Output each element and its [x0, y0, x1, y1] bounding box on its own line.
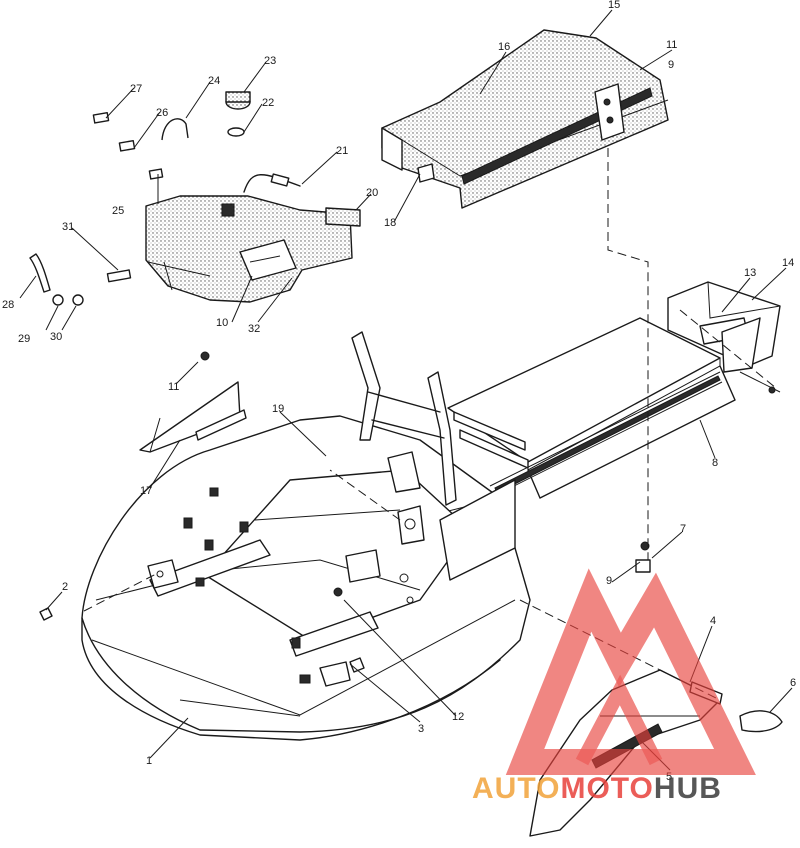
part-label-26: 26: [156, 107, 168, 119]
part-label-8: 8: [712, 457, 718, 469]
part-label-2: 2: [62, 581, 68, 593]
part-label-25: 25: [112, 205, 124, 217]
chassis-tunnel: [447, 317, 736, 499]
svg-text:AUTOMOTOHUB: AUTOMOTOHUB: [472, 772, 722, 805]
part-label-11-hood: 11: [168, 381, 179, 393]
seat: [381, 29, 669, 209]
watermark-logo: AUTOMOTOHUB: [472, 568, 756, 805]
part-label-9-lower: 9: [606, 575, 612, 587]
part-label-22: 22: [262, 97, 274, 109]
watermark-inner-triangle-icon: [575, 674, 663, 766]
part-label-29: 29: [18, 333, 30, 345]
part-label-12: 12: [452, 711, 464, 723]
part-label-10: 10: [216, 317, 228, 329]
part-label-30: 30: [50, 331, 62, 343]
part-label-4: 4: [710, 615, 716, 627]
part-label-20: 20: [366, 187, 378, 199]
part-label-32: 32: [248, 323, 260, 335]
part-label-3: 3: [418, 723, 424, 735]
part-label-7: 7: [680, 523, 686, 535]
part-label-17: 17: [140, 485, 152, 497]
loose-hardware: [39, 541, 651, 673]
fuel-cap: [225, 91, 251, 137]
part-label-18: 18: [384, 217, 396, 229]
part-label-24: 24: [208, 75, 220, 87]
fuel-tank: [145, 195, 361, 303]
steering-support: [345, 331, 529, 604]
rear-bracket: [667, 281, 781, 394]
leader-lines: [19, 9, 793, 771]
watermark-text-hub: HUB: [654, 772, 722, 805]
part-label-21: 21: [336, 145, 348, 157]
part-label-31: 31: [62, 221, 74, 233]
part-label-19: 19: [272, 403, 284, 415]
part-label-5: 5: [666, 771, 672, 783]
part-label-15: 15: [608, 0, 620, 11]
part-label-28: 28: [2, 299, 14, 311]
hood-panel: [139, 351, 247, 453]
part-label-6: 6: [790, 677, 796, 689]
watermark-triangle-icon: [505, 568, 756, 775]
fuel-lines: [29, 111, 301, 306]
floor-hardware: [147, 487, 351, 687]
part-label-14: 14: [782, 257, 794, 269]
part-label-11-seat: 11: [666, 39, 677, 51]
part-label-16: 16: [498, 41, 510, 53]
belly-pan: [81, 415, 531, 741]
part-label-9-upper: 9: [668, 59, 674, 71]
part-label-13: 13: [744, 267, 756, 279]
part-label-27: 27: [130, 83, 142, 95]
watermark-text-moto: MOTO: [560, 772, 653, 805]
part-number-labels: 1 2 3 4 5 6 7 8 9 9 10 11 11 12 13 14 15…: [2, 0, 796, 783]
part-label-23: 23: [264, 55, 276, 67]
watermark-text-auto: AUTO: [472, 772, 560, 805]
part-label-1: 1: [146, 755, 152, 767]
